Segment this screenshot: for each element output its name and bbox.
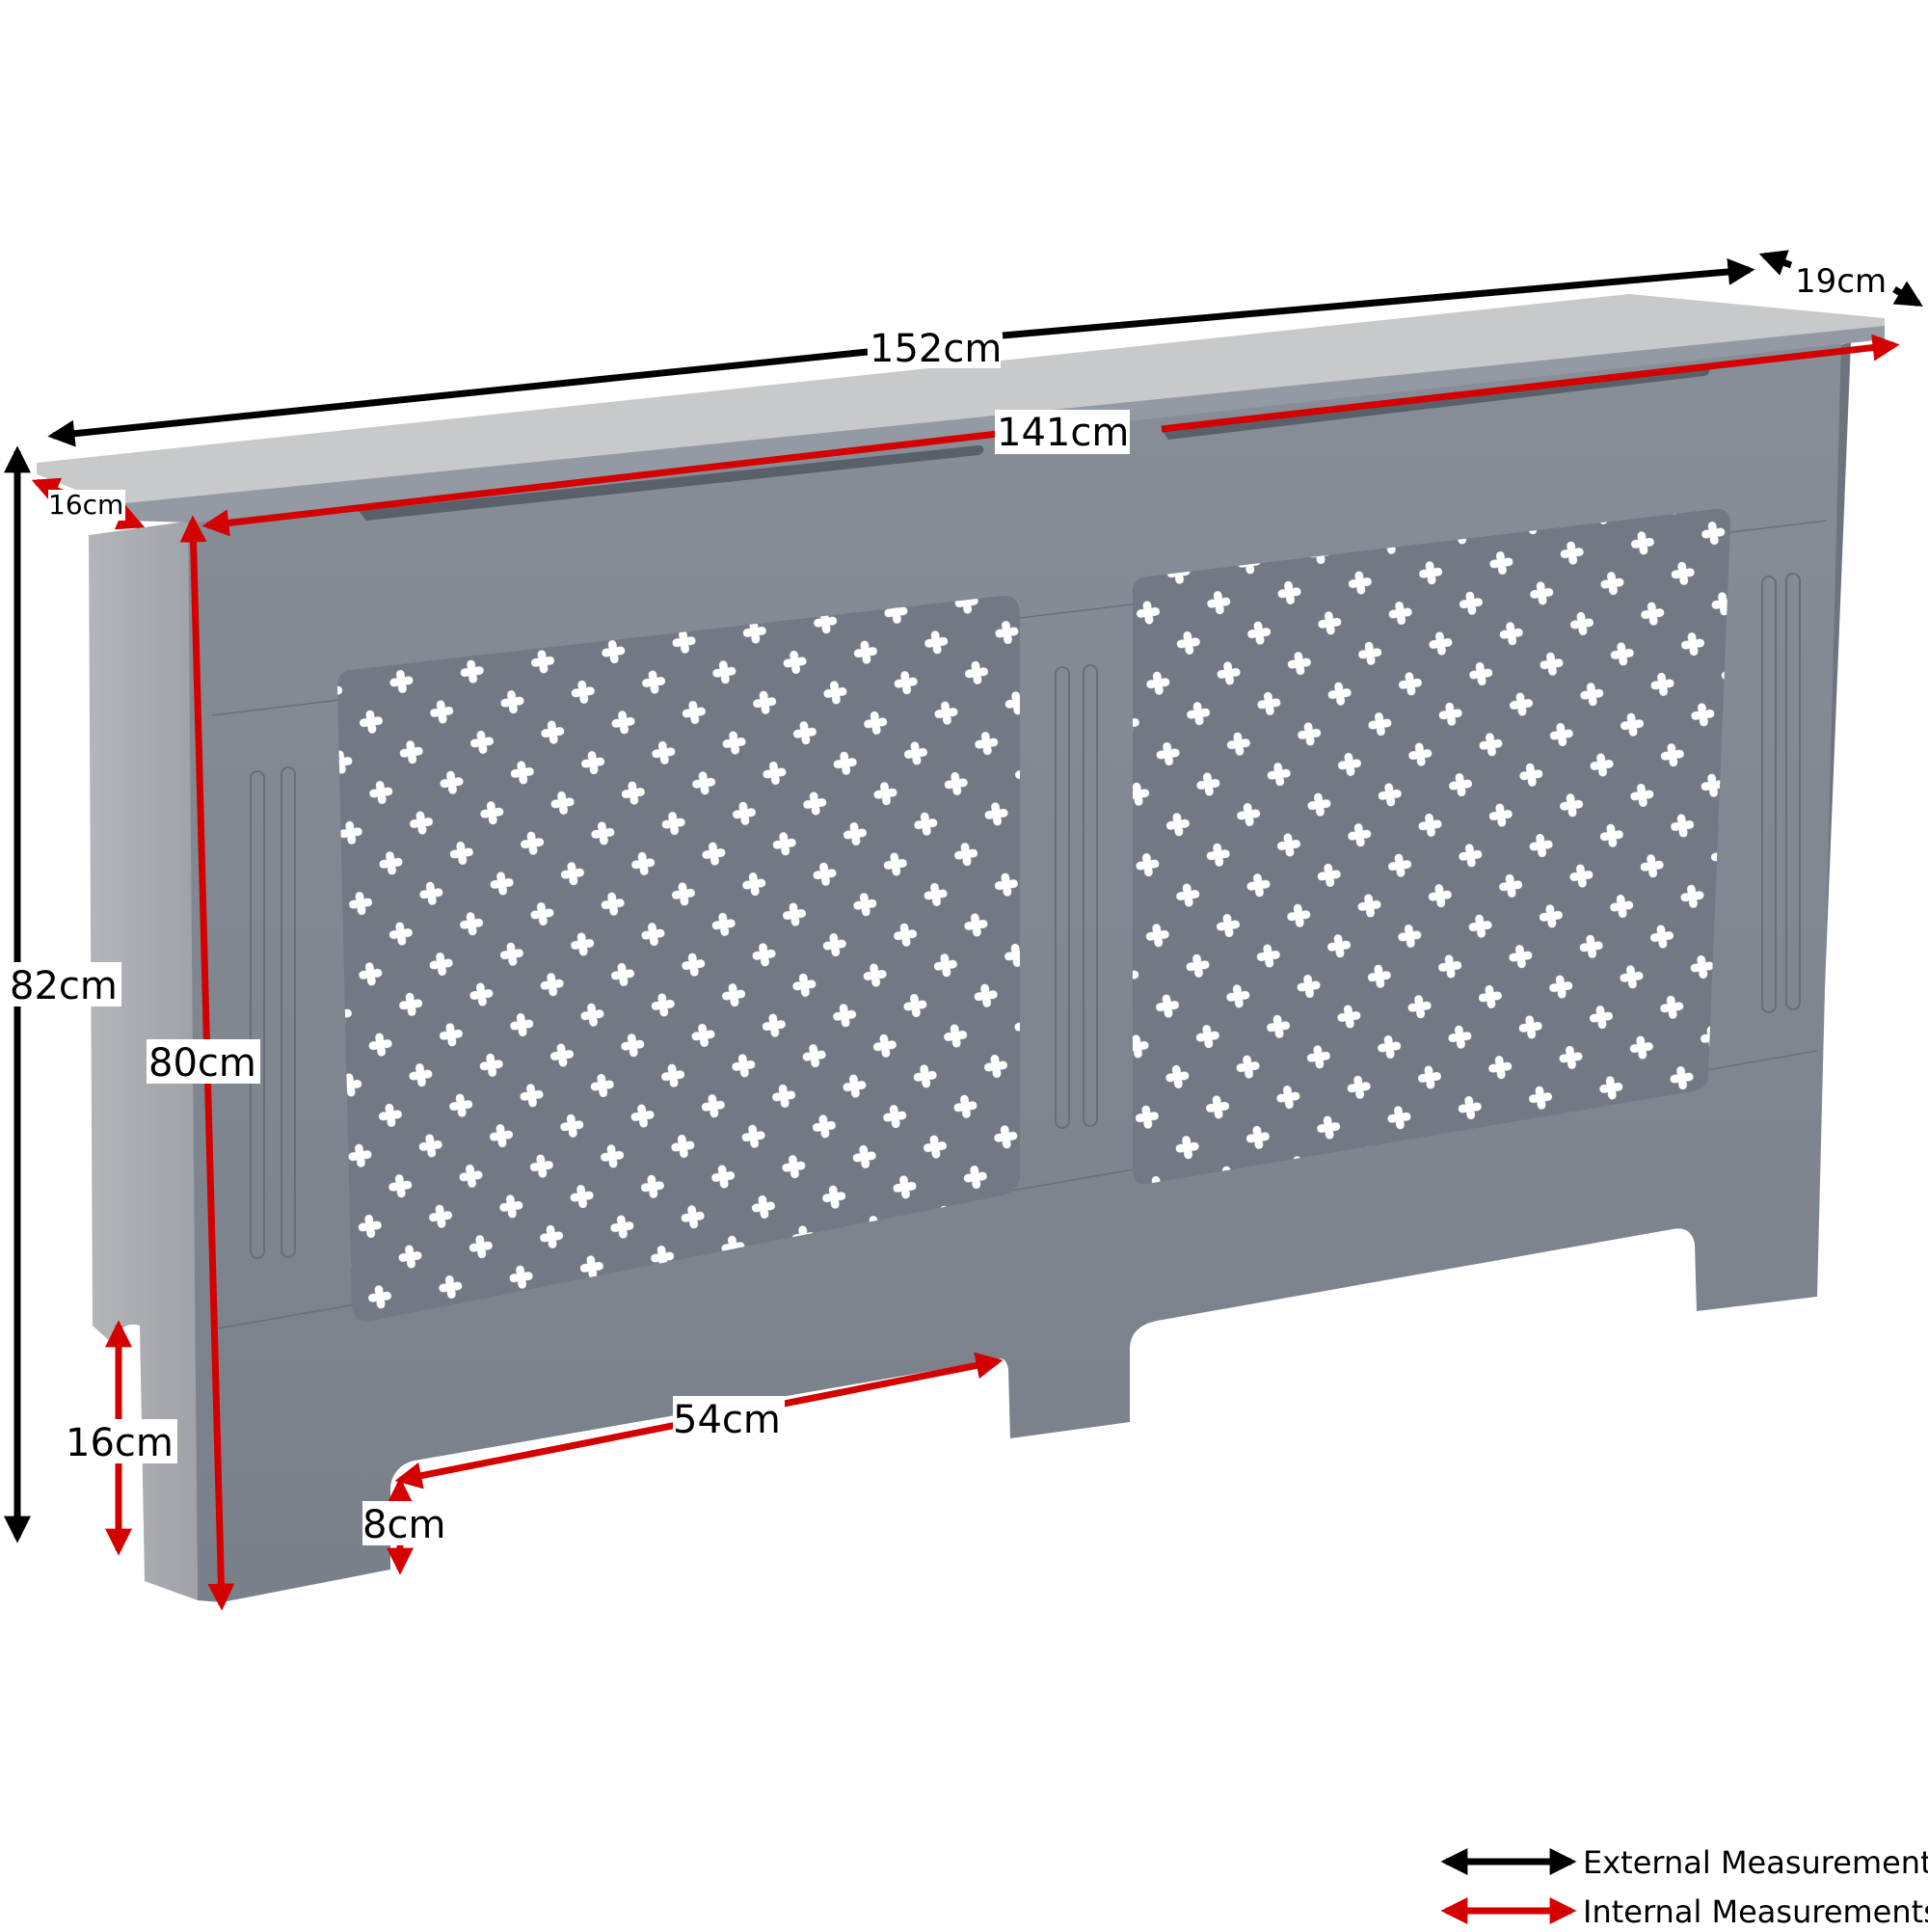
svg-text:82cm: 82cm [10,964,118,1008]
svg-text:Internal Measurements: Internal Measurements [1583,1893,1928,1928]
label-80cm: 80cm [147,1039,260,1086]
label-82cm: 82cm [8,962,121,1008]
legend: External Measurements Internal Measureme… [1440,1844,1928,1930]
label-16cm-foot: 16cm [66,1419,177,1465]
right-grille [1133,508,1730,1185]
left-grille [337,595,1020,1322]
left-handle-slot [359,445,984,521]
label-19cm: 19cm [1793,262,1889,301]
legend-external: External Measurements [1440,1844,1928,1881]
label-8cm: 8cm [362,1501,449,1547]
svg-text:80cm: 80cm [148,1041,256,1086]
svg-text:8cm: 8cm [362,1503,445,1547]
svg-text:19cm: 19cm [1795,262,1887,301]
svg-text:16cm: 16cm [48,489,123,521]
svg-text:16cm: 16cm [66,1421,174,1465]
svg-text:External Measurements: External Measurements [1583,1844,1928,1881]
radiator-cover [37,294,1885,1602]
top-shelf [37,294,1885,509]
decorative-grooves [250,573,1801,1259]
label-152cm: 152cm [868,324,1002,371]
label-141cm: 141cm [995,410,1130,455]
svg-text:141cm: 141cm [997,411,1129,455]
svg-text:152cm: 152cm [870,327,1002,371]
legend-internal: Internal Measurements [1440,1893,1928,1930]
label-54cm: 54cm [673,1396,785,1442]
label-16cm-depth: 16cm [48,489,125,521]
svg-text:54cm: 54cm [673,1398,781,1442]
